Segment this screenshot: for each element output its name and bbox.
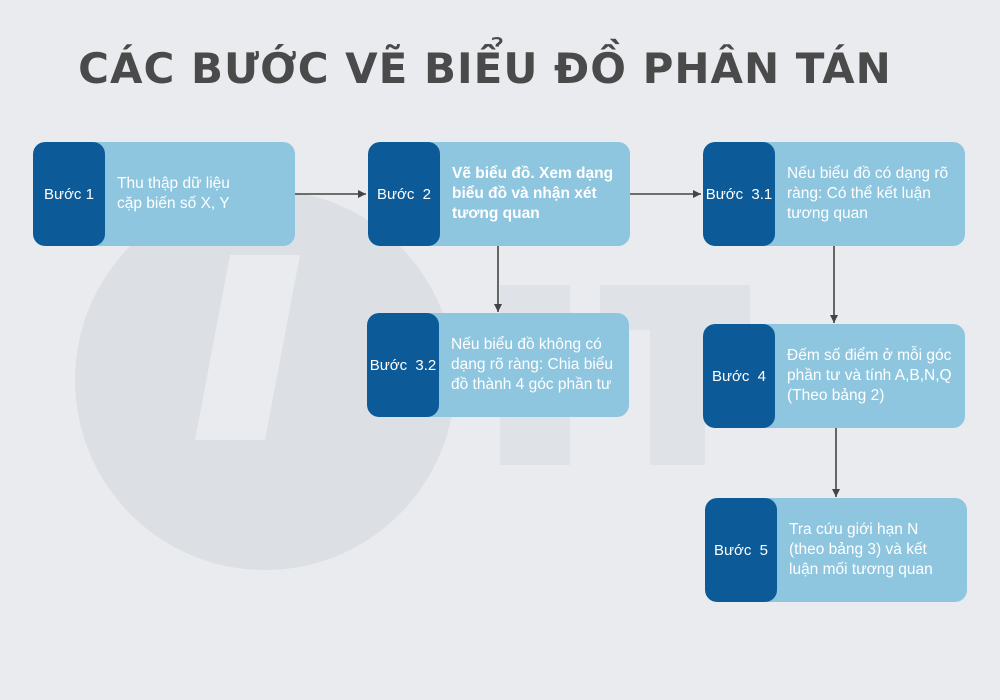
step-3-1-text: Nếu biểu đồ có dạng rõ ràng: Có thể kết …	[787, 165, 949, 222]
page-title: CÁC BƯỚC VẼ BIỂU ĐỒ PHÂN TÁN	[78, 44, 892, 93]
step-3-1-tag: Bước 3.1	[703, 142, 775, 246]
step-2-box: Bước 2 Vẽ biểu đồ. Xem dạng biểu đồ và n…	[368, 142, 630, 246]
step-4-tag: Bước 4	[703, 324, 775, 428]
step-3-2-text: Nếu biểu đồ không có dạng rõ ràng: Chia …	[451, 336, 614, 393]
step-4-box: Bước 4 Đếm số điểm ở mỗi góc phần tư và …	[703, 324, 965, 428]
step-1-text: Thu thập dữ liệu cặp biến số X, Y	[117, 175, 230, 212]
step-4-text: Đếm số điểm ở mỗi góc phần tư và tính A,…	[787, 347, 952, 404]
step-3-2-box: Bước 3.2 Nếu biểu đồ không có dạng rõ rà…	[367, 313, 629, 417]
step-1-box: Bước 1 Thu thập dữ liệu cặp biến số X, Y	[33, 142, 295, 246]
step-5-text: Tra cứu giới hạn N (theo bảng 3) và kết …	[789, 521, 933, 578]
step-3-1-box: Bước 3.1 Nếu biểu đồ có dạng rõ ràng: Có…	[703, 142, 965, 246]
step-1-tag: Bước 1	[33, 142, 105, 246]
step-5-box: Bước 5 Tra cứu giới hạn N (theo bảng 3) …	[705, 498, 967, 602]
step-3-2-tag: Bước 3.2	[367, 313, 439, 417]
step-5-tag: Bước 5	[705, 498, 777, 602]
step-2-text: Vẽ biểu đồ. Xem dạng biểu đồ và nhận xét…	[452, 165, 614, 222]
step-2-tag: Bước 2	[368, 142, 440, 246]
